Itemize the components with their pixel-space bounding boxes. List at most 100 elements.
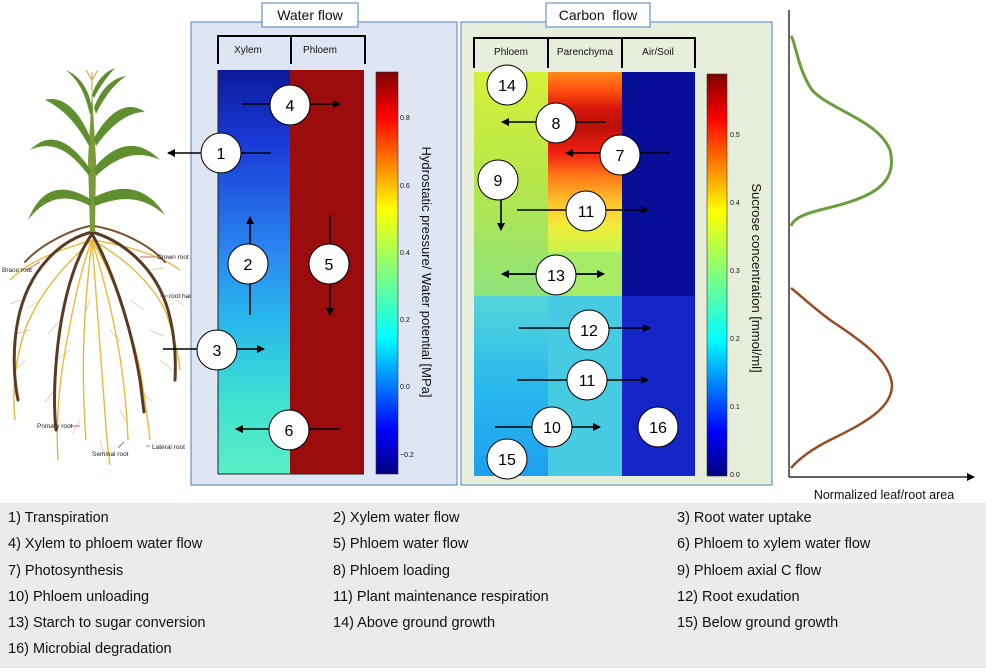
marker-7: 7 xyxy=(599,134,641,176)
carbon-phloem-column-header: Phloem xyxy=(494,47,528,58)
crown-root-label: Crown root xyxy=(157,254,189,261)
water-tick: 0.2 xyxy=(400,317,410,324)
carbon-colorbar xyxy=(706,73,728,477)
legend-item-10: 10) Phloem unloading xyxy=(8,589,150,605)
area-plot-xlabel: Normalized leaf/root area xyxy=(814,488,954,500)
water-colorbar-ticks: 0.8 0.6 0.4 0.2 0.0 −0.2 xyxy=(400,115,414,459)
marker-16: 16 xyxy=(637,406,679,448)
legend-item-1: 1) Transpiration xyxy=(8,510,109,526)
carbon-colorbar-label: Sucrose concentration [mmol/ml] xyxy=(749,183,764,372)
crown-roots xyxy=(12,230,177,432)
marker-1-label: 1 xyxy=(217,146,226,163)
legend-item-14: 14) Above ground growth xyxy=(333,615,496,631)
marker-2-label: 2 xyxy=(244,257,253,274)
carbon-tick: 0.4 xyxy=(730,200,740,207)
marker-11-root: 11 xyxy=(566,359,608,401)
primary-root-label: Primary root xyxy=(37,423,73,430)
water-panel-title: Water flow xyxy=(277,7,343,23)
leaves xyxy=(28,68,165,220)
water-tick: 0.0 xyxy=(400,384,410,391)
carbon-tick: 0.2 xyxy=(730,336,740,343)
marker-1: 1 xyxy=(200,132,242,174)
water-colorbar xyxy=(375,71,399,475)
marker-8-label: 8 xyxy=(552,116,561,133)
brace-root-label: Brace root xyxy=(2,267,32,274)
root-area-curve xyxy=(790,287,894,469)
marker-15: 15 xyxy=(486,438,528,480)
legend-item-7: 7) Photosynthesis xyxy=(8,563,124,579)
leaf-area-curve xyxy=(789,34,893,227)
legend-item-13: 13) Starch to sugar conversion xyxy=(8,615,206,631)
marker-16-label: 16 xyxy=(649,420,667,437)
legend-item-2: 2) Xylem water flow xyxy=(333,510,460,526)
carbon-colorbar-ticks: 0.5 0.4 0.3 0.2 0.1 0.0 xyxy=(730,132,740,479)
legend-item-9: 9) Phloem axial C flow xyxy=(677,563,822,579)
label-leaders xyxy=(25,256,168,449)
carbon-tick: 0.1 xyxy=(730,404,740,411)
marker-2: 2 xyxy=(227,243,269,285)
marker-4: 4 xyxy=(269,84,311,126)
legend-item-16: 16) Microbial degradation xyxy=(8,641,172,657)
water-panel-title-box xyxy=(261,2,359,28)
marker-11-root-label: 11 xyxy=(579,373,596,390)
legend-item-6: 6) Phloem to xylem water flow xyxy=(677,536,871,552)
marker-11-shoot-label: 11 xyxy=(578,204,595,221)
lateral-root-label: Lateral root xyxy=(152,444,185,451)
area-profile-plot: Normalized leaf/root area xyxy=(788,10,975,500)
marker-3: 3 xyxy=(196,329,238,371)
diagram-canvas: Brace root Crown root root hair Primary … xyxy=(2,2,975,500)
water-tick: −0.2 xyxy=(400,452,414,459)
legend-item-5: 5) Phloem water flow xyxy=(333,536,469,552)
carbon-tick: 0.3 xyxy=(730,268,740,275)
marker-14-label: 14 xyxy=(498,78,516,95)
marker-6-label: 6 xyxy=(285,423,294,440)
legend-item-3: 3) Root water uptake xyxy=(677,510,812,526)
phloem-column-header: Phloem xyxy=(303,45,337,56)
root-hair-label: root hair xyxy=(169,293,194,300)
soil-concentration xyxy=(622,296,695,476)
process-legend: 1) Transpiration 2) Xylem water flow 3) … xyxy=(0,503,986,668)
numbered-markers: 1 2 3 4 5 6 7 8 9 10 11 11 12 13 14 15 1… xyxy=(196,64,679,480)
parenchyma-column-header: Parenchyma xyxy=(557,47,614,58)
marker-8: 8 xyxy=(535,102,577,144)
marker-5: 5 xyxy=(308,243,350,285)
carbon-tick: 0.0 xyxy=(730,472,740,479)
maize-plant-illustration: Brace root Crown root root hair Primary … xyxy=(2,68,194,466)
lateral-roots xyxy=(9,239,181,466)
legend-item-12: 12) Root exudation xyxy=(677,589,800,605)
marker-13-label: 13 xyxy=(547,268,565,285)
carbon-panel-title-box xyxy=(545,2,651,28)
airsoil-column-header: Air/Soil xyxy=(642,47,674,58)
carbon-panel-title: Carbon flow xyxy=(559,7,638,23)
marker-4-label: 4 xyxy=(286,98,295,115)
legend-item-4: 4) Xylem to phloem water flow xyxy=(8,536,203,552)
water-column-bracket xyxy=(217,35,366,64)
seminal-root-label: Seminal root xyxy=(92,451,129,458)
marker-13: 13 xyxy=(535,254,577,296)
marker-10: 10 xyxy=(531,406,573,448)
stalk xyxy=(88,90,96,232)
marker-6: 6 xyxy=(268,409,310,451)
brace-roots xyxy=(24,225,166,263)
marker-9-label: 9 xyxy=(494,173,503,190)
marker-14: 14 xyxy=(486,64,528,106)
marker-9: 9 xyxy=(477,159,519,201)
marker-10-label: 10 xyxy=(543,420,561,437)
marker-15-label: 15 xyxy=(498,452,516,469)
carbon-tick: 0.5 xyxy=(730,132,740,139)
marker-5-label: 5 xyxy=(325,257,334,274)
water-tick: 0.8 xyxy=(400,115,410,122)
marker-11-shoot: 11 xyxy=(565,190,607,232)
marker-3-label: 3 xyxy=(213,343,222,360)
marker-7-label: 7 xyxy=(616,148,625,165)
water-colorbar-label: Hydrostatic pressure/ Water potential [M… xyxy=(419,147,434,398)
legend-item-11: 11) Plant maintenance respiration xyxy=(333,589,549,605)
water-tick: 0.6 xyxy=(400,183,410,190)
legend-item-15: 15) Below ground growth xyxy=(677,615,839,631)
carbon-column-bracket xyxy=(473,37,696,68)
tassel xyxy=(85,69,99,92)
water-tick: 0.4 xyxy=(400,250,410,257)
air-concentration xyxy=(622,72,695,296)
xylem-column-header: Xylem xyxy=(234,45,262,56)
marker-12-label: 12 xyxy=(580,323,598,340)
